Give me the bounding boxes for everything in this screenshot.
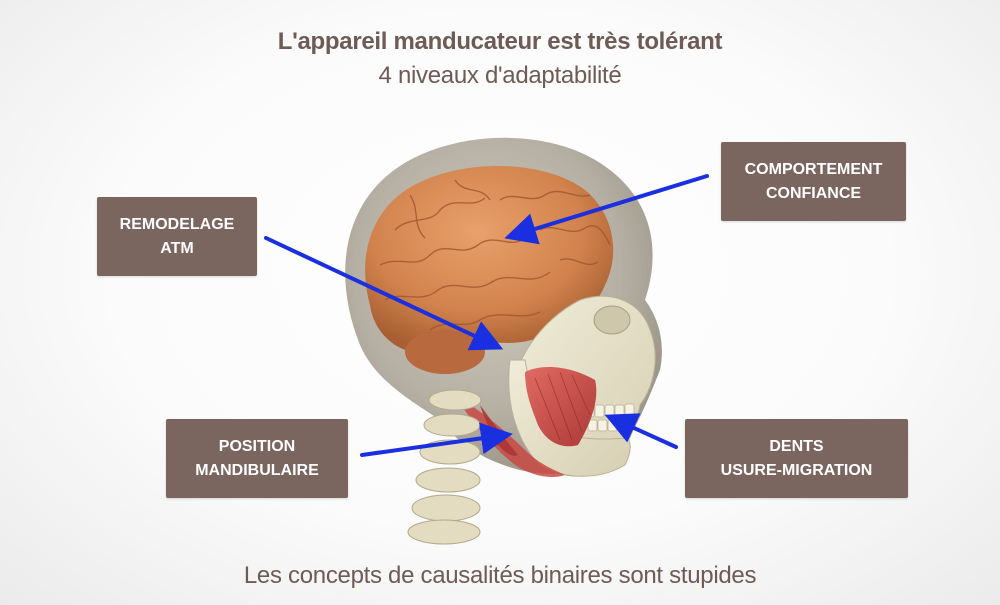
label-position-line2: MANDIBULAIRE xyxy=(195,461,319,479)
label-dents-line1: DENTS xyxy=(769,437,824,455)
label-dents-line2: USURE-MIGRATION xyxy=(720,461,873,479)
arrow-dents xyxy=(604,413,678,449)
label-comportement-line1: COMPORTEMENT xyxy=(744,160,883,178)
arrows xyxy=(264,174,709,457)
label-remodelage-line1: REMODELAGE xyxy=(119,215,235,233)
cerebellum xyxy=(405,330,485,374)
label-position-mandibulaire: POSITION MANDIBULAIRE xyxy=(166,419,348,498)
label-remodelage-line2: ATM xyxy=(160,239,194,257)
label-remodelage-atm: REMODELAGE ATM xyxy=(97,197,257,276)
masseter-muscle xyxy=(525,366,597,447)
label-position-line1: POSITION xyxy=(218,437,296,455)
label-comportement-line2: CONFIANCE xyxy=(765,184,862,202)
brain xyxy=(365,166,614,355)
page-subtitle: 4 niveaux d'adaptabilité xyxy=(378,62,622,89)
arrow-comportement xyxy=(504,174,709,245)
cervical-spine xyxy=(407,389,482,545)
label-dents-usure-migration: DENTS USURE-MIGRATION xyxy=(685,419,908,498)
arrow-position xyxy=(360,422,513,457)
eye-socket xyxy=(593,305,631,335)
page-title: L'appareil manducateur est très tolérant xyxy=(277,28,723,55)
brain-folds xyxy=(379,179,611,331)
muscle-fibers xyxy=(534,371,591,441)
arrow-remodelage xyxy=(264,236,504,351)
label-comportement-confiance: COMPORTEMENT CONFIANCE xyxy=(721,142,906,221)
footer-caption: Les concepts de causalités binaires sont… xyxy=(243,562,757,589)
